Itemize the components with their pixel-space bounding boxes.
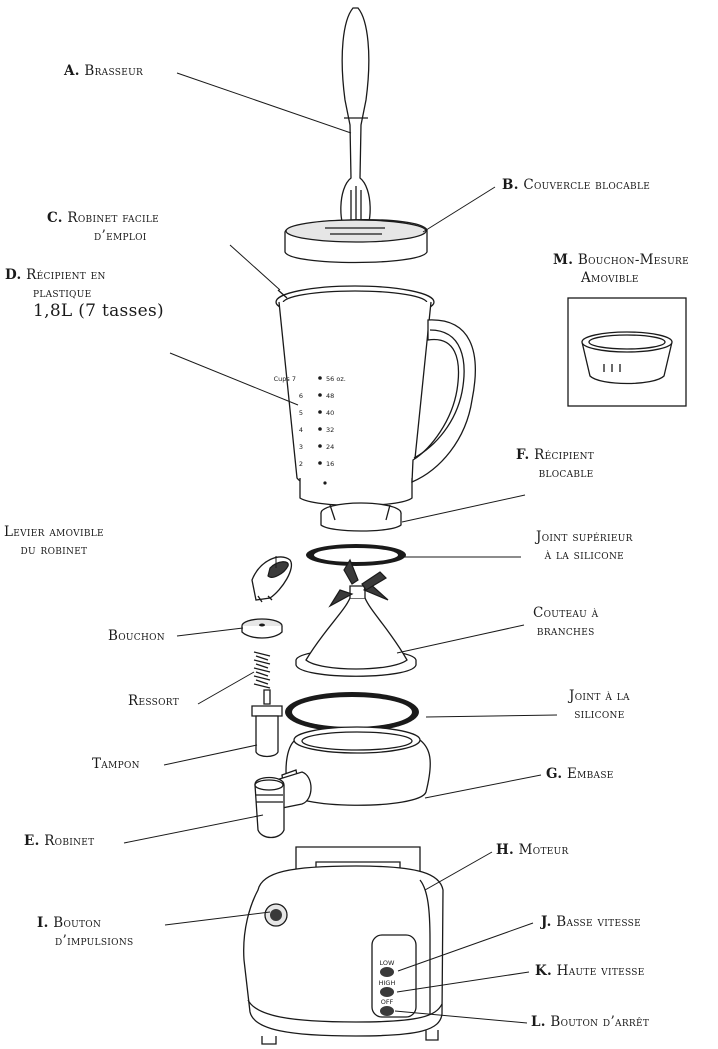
scale-cups-1: 6 (299, 392, 303, 400)
measuring-cap-inset (567, 297, 687, 407)
cap-part (241, 618, 283, 639)
label-recipient-blocable: F. Récipient blocable (516, 447, 595, 481)
label-bouchon-mesure: M. Bouchon-Mesure Amovible (553, 252, 689, 286)
jar-part: Cups 7 56 oz. 6 48 5 40 4 32 3 24 2 16 (274, 301, 476, 507)
scale-cups-4: 3 (299, 443, 303, 451)
label-joint-silicone: Joint à la silicone (569, 688, 630, 722)
label-brasseur: A. Brasseur (64, 63, 144, 79)
lid-part (284, 218, 428, 264)
label-recipient-plastique: D. Récipient en plastique 1,8L (7 tasses… (5, 267, 164, 321)
scale-cups-2: 5 (299, 409, 303, 417)
scale-cups-5: 2 (299, 460, 303, 468)
label-ressort: Ressort (128, 693, 180, 709)
motor-base-part: LOW HIGH OFF (243, 846, 444, 1045)
scale-oz-3: 32 (326, 426, 334, 434)
scale-oz-2: 40 (326, 409, 334, 417)
control-label-low: LOW (380, 959, 396, 967)
blade-part (295, 558, 417, 677)
label-basse-vitesse: J. Basse vitesse (541, 914, 641, 930)
scale-oz-0: 56 oz. (326, 375, 346, 383)
control-label-off: OFF (381, 998, 394, 1006)
upper-gasket-part (306, 544, 406, 566)
plunger-part (251, 689, 283, 758)
label-levier-amovible: Levier amovible du robinet (4, 524, 104, 558)
label-tampon: Tampon (92, 756, 140, 772)
tap-part (254, 771, 312, 839)
label-robinet-facile: C. Robinet facile d’emploi (47, 210, 160, 244)
label-bouchon: Bouchon (108, 628, 165, 644)
scale-oz-4: 24 (326, 443, 334, 451)
scale-oz-5: 16 (326, 460, 334, 468)
label-couvercle-blocable: B. Couvercle blocable (502, 177, 651, 193)
label-haute-vitesse: K. Haute vitesse (535, 963, 645, 979)
control-label-high: HIGH (379, 979, 396, 987)
jar-measure-scale: Cups 7 56 oz. 6 48 5 40 4 32 3 24 2 16 (274, 375, 346, 468)
label-embase: G. Embase (546, 766, 614, 782)
spring-part (253, 651, 271, 689)
stirrer-part (340, 7, 371, 237)
leader-lines (123, 72, 558, 1024)
label-moteur: H. Moteur (496, 842, 569, 858)
scale-cups-3: 4 (299, 426, 303, 434)
label-joint-superieur: Joint supérieur à la silicone (536, 529, 633, 563)
label-bouton-arret: L. Bouton d’arrêt (531, 1014, 650, 1030)
scale-oz-1: 48 (326, 392, 334, 400)
scale-cups-0: Cups 7 (274, 375, 296, 383)
label-couteau-branches: Couteau à branches (533, 605, 599, 639)
label-bouton-impulsions: I. Bouton d’impulsions (37, 915, 134, 949)
lower-gasket-part (285, 692, 419, 732)
locking-collar-part (320, 502, 402, 532)
label-robinet: E. Robinet (24, 833, 95, 849)
tap-lever-part (251, 556, 293, 603)
base-collar-part (281, 726, 431, 806)
